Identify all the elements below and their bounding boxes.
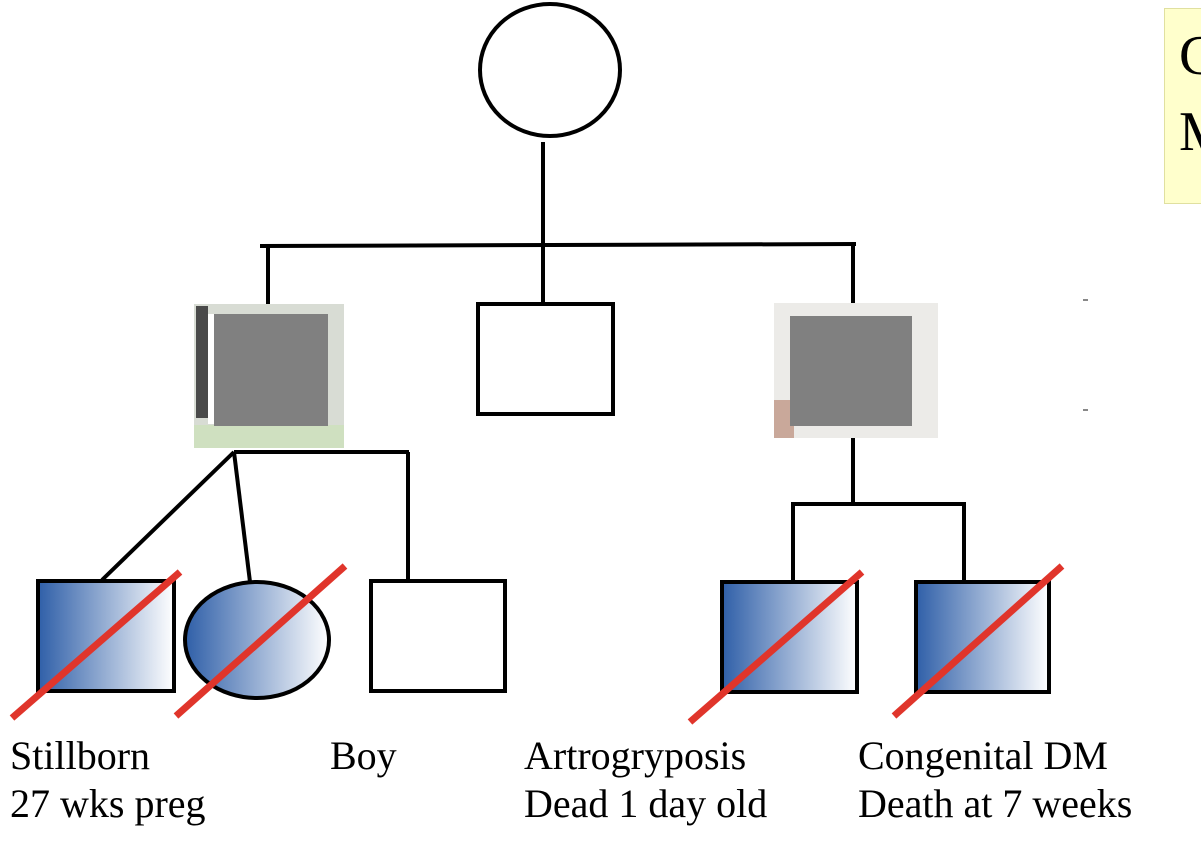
- deceased-mark-child5: [891, 563, 1065, 719]
- sibship-line-gen2: [259, 242, 857, 248]
- parent-right-photo: [774, 303, 938, 438]
- deceased-mark-child2: [173, 563, 348, 719]
- parent-middle-square: [476, 302, 615, 416]
- diag-to-child2: [232, 451, 252, 583]
- deceased-mark-child1: [9, 569, 183, 721]
- label-artrogryposis-detail: Dead 1 day old: [524, 781, 768, 826]
- deceased-mark-child4: [687, 569, 865, 725]
- label-boy: Boy: [330, 733, 397, 778]
- title-line-1: C: [1179, 21, 1201, 91]
- label-stillborn: Stillborn: [10, 733, 151, 778]
- title-line-2: M: [1179, 97, 1201, 167]
- grandmother-circle: [478, 2, 622, 138]
- label-congenital: Congenital DM: [858, 733, 1108, 778]
- title-box: C M: [1164, 8, 1201, 204]
- label-congenital-detail: Death at 7 weeks: [858, 781, 1133, 826]
- label-stillborn-detail: 27 wks preg: [10, 781, 206, 826]
- diag-to-child1: [100, 450, 236, 582]
- parent-left-photo: [194, 304, 344, 448]
- child-3-square: [369, 579, 507, 693]
- label-artrogryposis: Artrogryposis: [524, 733, 747, 778]
